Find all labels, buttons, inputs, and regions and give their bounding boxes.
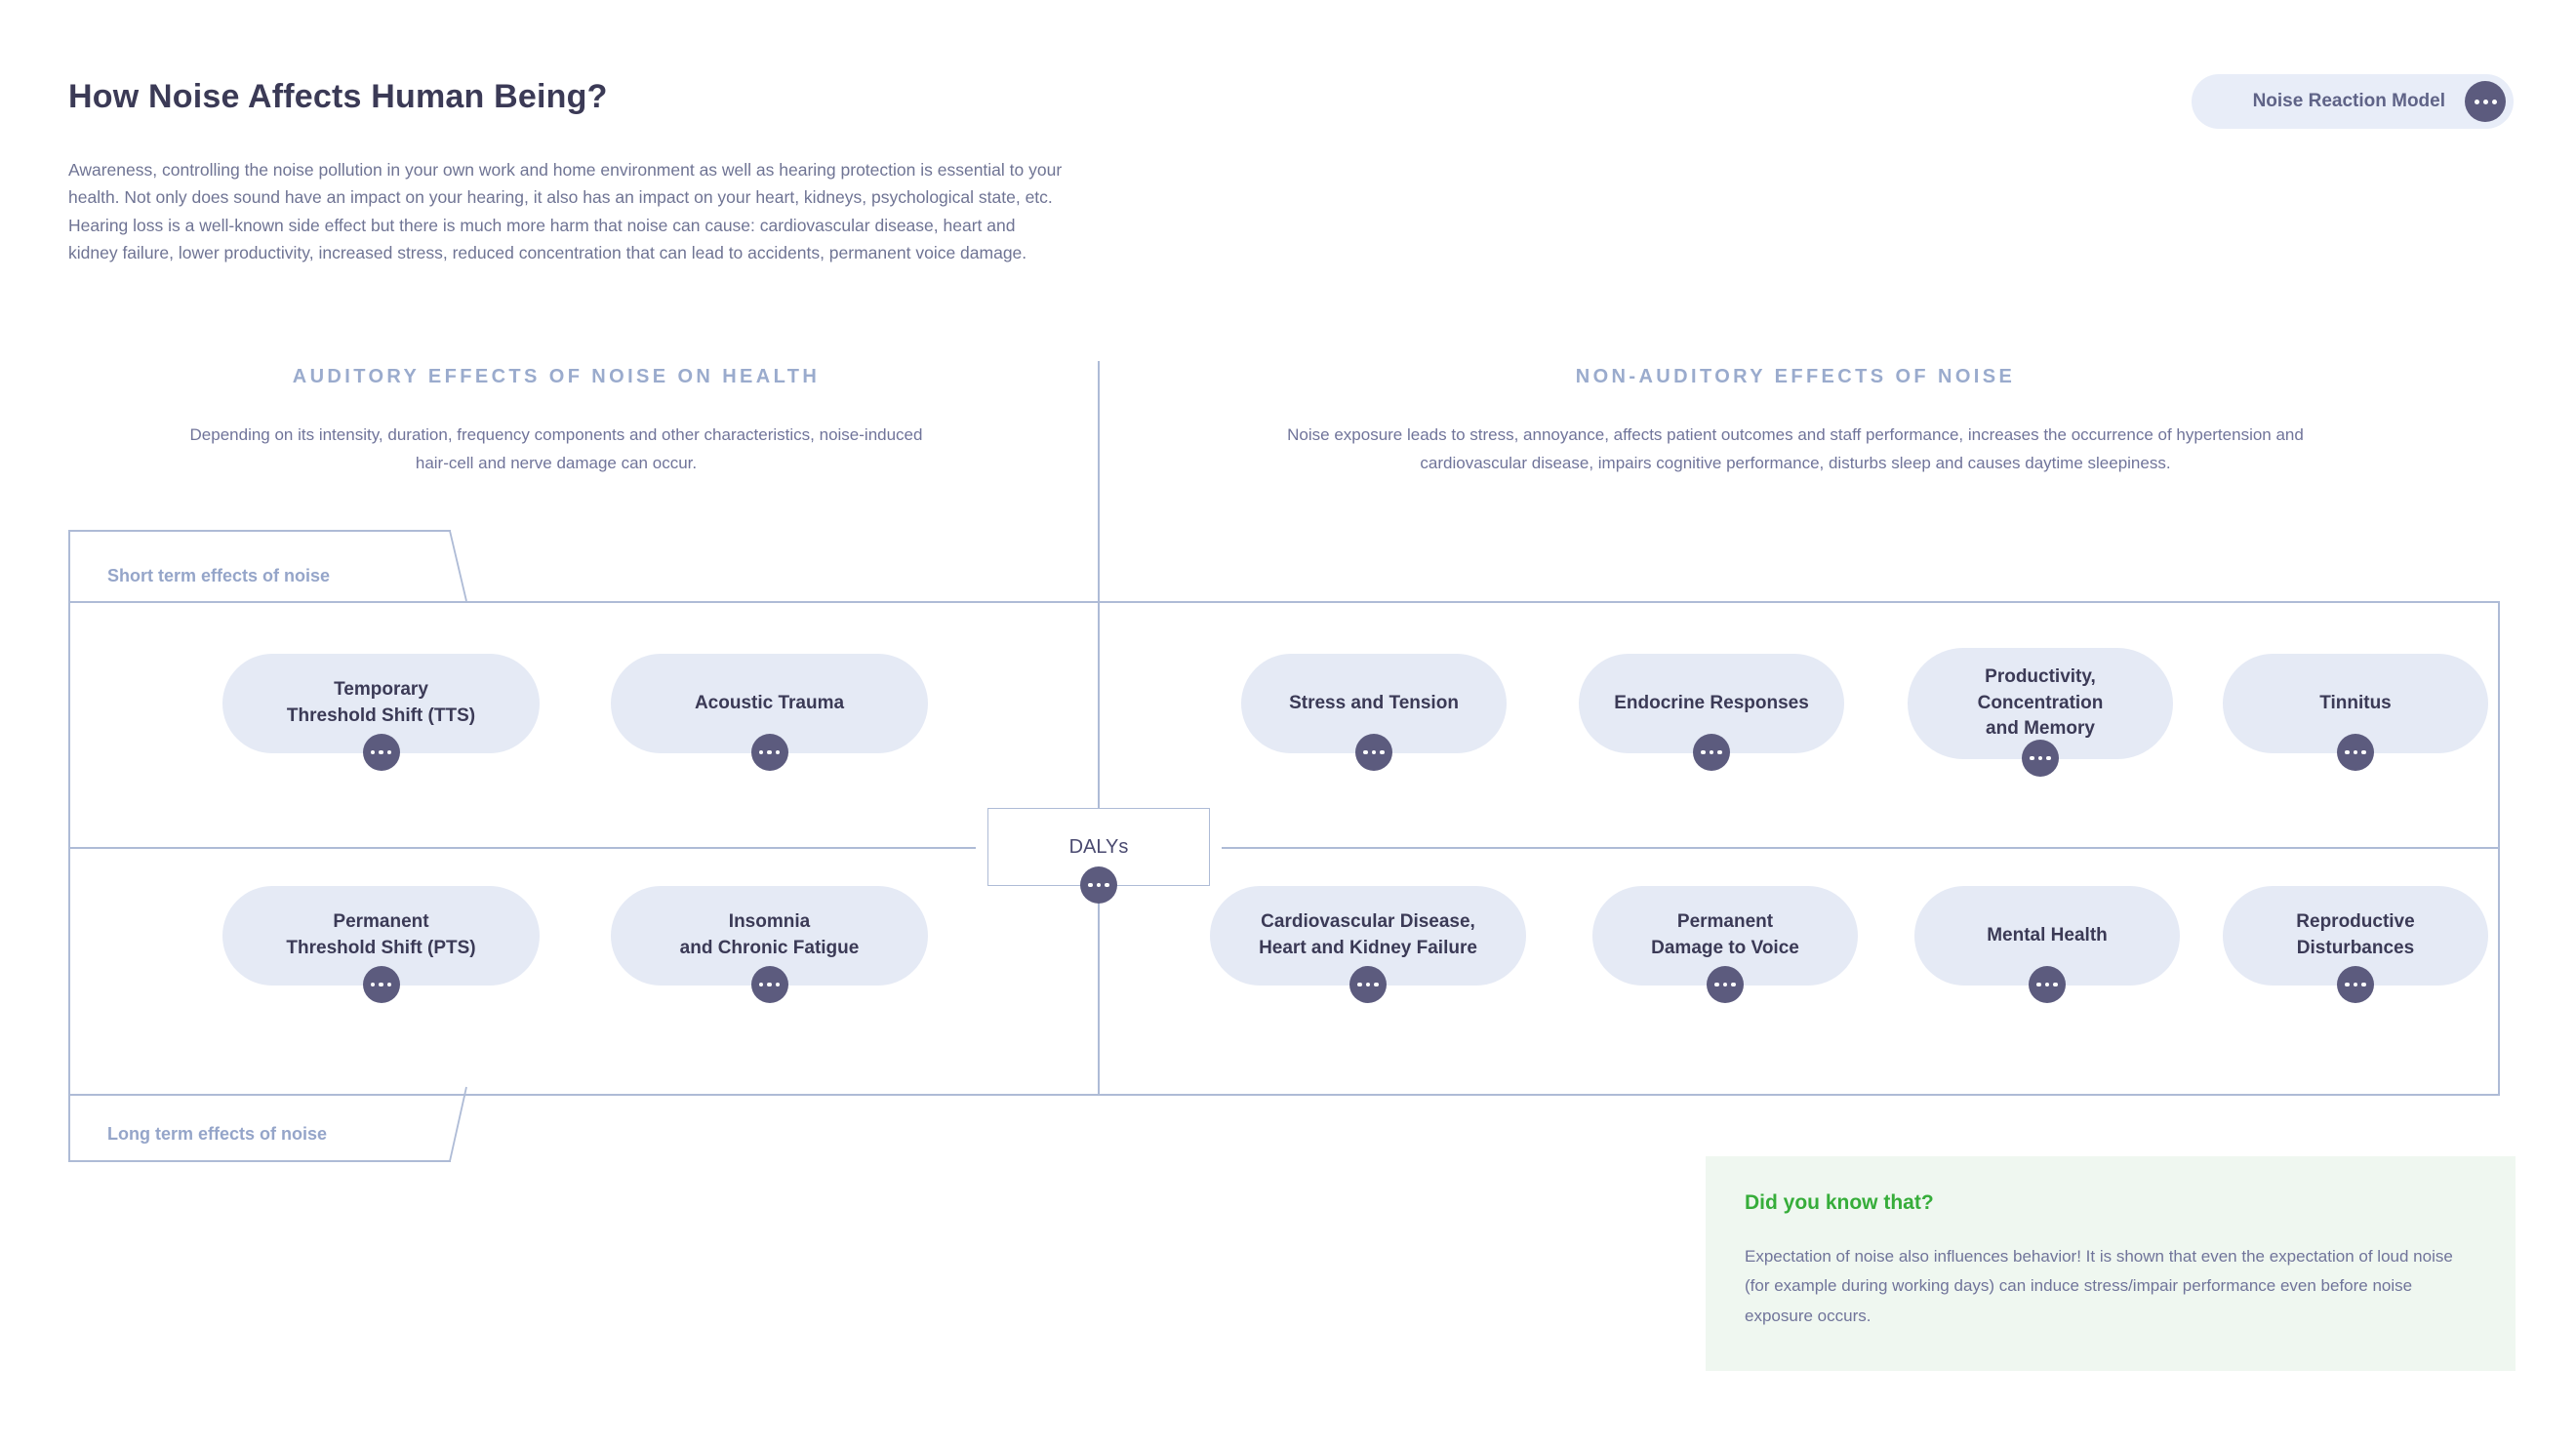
more-options-icon[interactable] [750, 966, 788, 1003]
node-reproductive-disturbances[interactable]: Reproductive Disturbances [2223, 886, 2488, 1003]
more-options-icon[interactable] [1355, 734, 1392, 771]
node-insomnia-chronic-fatigue[interactable]: Insomnia and Chronic Fatigue [611, 886, 928, 1003]
right-column-subtitle: Noise exposure leads to stress, annoyanc… [1287, 425, 2304, 472]
node-label: Endocrine Responses [1614, 692, 1809, 713]
grid-line-middle-right [1222, 847, 2500, 849]
did-you-know-title: Did you know that? [1745, 1191, 1934, 1214]
grid-line-bottom [68, 1094, 2500, 1096]
more-options-icon[interactable] [2337, 734, 2374, 771]
grid-line-middle-left [68, 847, 976, 849]
node-label: Tinnitus [2319, 692, 2392, 713]
center-divider-lower [1098, 886, 1100, 1094]
node-cardiovascular-disease[interactable]: Cardiovascular Disease, Heart and Kidney… [1210, 886, 1526, 1003]
dalys-label: DALYs [1068, 835, 1129, 858]
node-label: Insomnia and Chronic Fatigue [679, 911, 860, 958]
node-productivity-concentration-memory[interactable]: Productivity, Concentration and Memory [1908, 648, 2173, 777]
node-label: Stress and Tension [1289, 692, 1459, 713]
node-mental-health[interactable]: Mental Health [1914, 886, 2180, 1003]
node-label: Temporary Threshold Shift (TTS) [286, 679, 476, 726]
more-options-icon[interactable] [750, 734, 788, 771]
more-options-icon[interactable] [362, 734, 400, 771]
node-permanent-damage-to-voice[interactable]: Permanent Damage to Voice [1592, 886, 1858, 1003]
node-label: Permanent Threshold Shift (PTS) [286, 911, 476, 958]
long-term-tab-diagonal [449, 1086, 467, 1162]
node-acoustic-trauma[interactable]: Acoustic Trauma [611, 654, 928, 771]
model-badge-label: Noise Reaction Model [2252, 91, 2445, 111]
node-temporary-threshold-shift[interactable]: Temporary Threshold Shift (TTS) [222, 654, 540, 771]
node-label: Cardiovascular Disease, Heart and Kidney… [1259, 911, 1477, 958]
frame-left-edge [68, 530, 70, 1162]
grid-line-top [68, 601, 2500, 603]
left-column-subtitle: Depending on its intensity, duration, fr… [189, 425, 923, 472]
more-options-icon[interactable] [2029, 966, 2066, 1003]
more-options-icon[interactable] [362, 966, 400, 1003]
short-term-tab-top [68, 530, 451, 532]
node-label: Mental Health [1987, 924, 2108, 946]
intro-paragraph: Awareness, controlling the noise polluti… [68, 160, 1063, 263]
more-options-icon[interactable] [1349, 966, 1387, 1003]
node-label: Acoustic Trauma [694, 692, 845, 713]
node-endocrine-responses[interactable]: Endocrine Responses [1579, 654, 1844, 771]
more-options-icon[interactable] [2022, 740, 2059, 777]
more-options-icon[interactable] [2465, 81, 2506, 122]
node-dalys[interactable]: DALYs [987, 808, 1210, 904]
more-options-icon[interactable] [1707, 966, 1744, 1003]
node-label: Permanent Damage to Voice [1651, 911, 1799, 958]
node-label: Productivity, Concentration and Memory [1977, 665, 2104, 740]
node-permanent-threshold-shift[interactable]: Permanent Threshold Shift (PTS) [222, 886, 540, 1003]
right-column-heading: NON-AUDITORY EFFECTS OF NOISE [1575, 366, 2016, 387]
did-you-know-card: Did you know that? Expectation of noise … [1706, 1156, 2516, 1371]
more-options-icon[interactable] [2337, 966, 2374, 1003]
tab-short-term-effects[interactable]: Short term effects of noise [107, 566, 331, 585]
node-label: Reproductive Disturbances [2296, 911, 2415, 958]
short-term-tab-diagonal [449, 530, 467, 602]
frame-right-edge [2498, 601, 2500, 1095]
did-you-know-body: Expectation of noise also influences beh… [1745, 1247, 2453, 1325]
long-term-tab-bottom [68, 1160, 451, 1162]
node-stress-and-tension[interactable]: Stress and Tension [1241, 654, 1507, 771]
tab-long-term-effects[interactable]: Long term effects of noise [107, 1124, 328, 1144]
node-tinnitus[interactable]: Tinnitus [2223, 654, 2488, 771]
more-options-icon[interactable] [1693, 734, 1730, 771]
center-divider-upper [1098, 361, 1100, 808]
noise-reaction-model-badge[interactable]: Noise Reaction Model [2192, 74, 2514, 129]
more-options-icon[interactable] [1080, 866, 1117, 904]
page-title: How Noise Affects Human Being? [68, 78, 608, 115]
left-column-heading: AUDITORY EFFECTS OF NOISE ON HEALTH [292, 366, 821, 387]
